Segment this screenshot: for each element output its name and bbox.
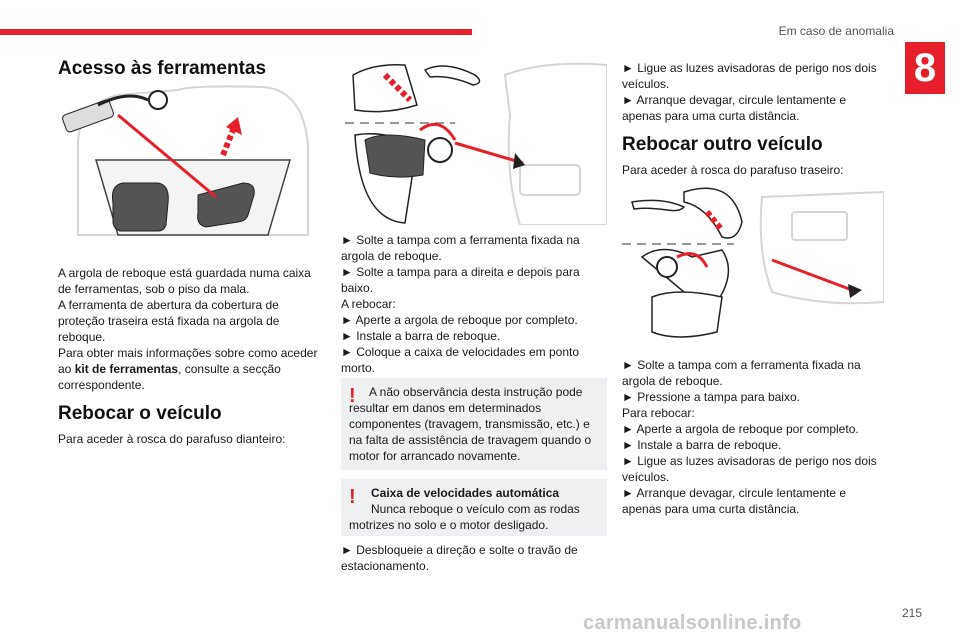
step-tighten-ring: ► Aperte a argola de reboque por complet… bbox=[341, 313, 578, 327]
step-release-cover: ► Solte a tampa com a ferramenta fixada … bbox=[341, 233, 580, 263]
trunk-toolbox-illustration bbox=[58, 85, 323, 250]
step-install-bar: ► Instale a barra de reboque. bbox=[341, 329, 501, 343]
link-toolkit: kit de ferramentas bbox=[74, 362, 179, 376]
step-install-bar-rear: ► Instale a barra de reboque. bbox=[622, 438, 782, 452]
step-release-cover-right: ► Solte a tampa para a direita e depois … bbox=[341, 265, 580, 295]
step-start-slowly-rear: ► Arranque devagar, circule lentamente e… bbox=[622, 486, 847, 516]
step-hazard-lights: ► Ligue as luzes avisadoras de perigo no… bbox=[622, 61, 877, 91]
paragraph-toolbox-location: A argola de reboque está guardada numa c… bbox=[58, 266, 311, 296]
watermark: carmanualsonline.info bbox=[583, 612, 802, 634]
title-tow-vehicle: Rebocar o veículo bbox=[58, 403, 222, 424]
paragraph-tool-attached: A ferramenta de abertura da cobertura de… bbox=[58, 298, 280, 344]
section-title: Em caso de anomalia bbox=[778, 24, 894, 38]
intro-rear-thread: Para aceder à rosca do parafuso traseiro… bbox=[622, 163, 844, 177]
rear-cover-removal-illustration bbox=[622, 182, 884, 347]
chapter-badge: 8 bbox=[905, 42, 945, 94]
intro-front-thread: Para aceder à rosca do parafuso dianteir… bbox=[58, 432, 286, 446]
step-hazard-lights-rear: ► Ligue as luzes avisadoras de perigo no… bbox=[622, 454, 877, 484]
warning-box-automatic: ! Caixa de velocidades automática Nunca … bbox=[341, 479, 607, 536]
warning-damage-text: A não observância desta instrução pode r… bbox=[349, 385, 592, 463]
title-tool-access: Acesso às ferramentas bbox=[58, 58, 267, 79]
label-towing: A rebocar: bbox=[341, 297, 396, 311]
front-cover-removal-illustration bbox=[345, 55, 607, 225]
header-accent-bar bbox=[0, 29, 472, 35]
label-to-tow: Para rebocar: bbox=[622, 406, 695, 420]
step-release-rear-cover: ► Solte a tampa com a ferramenta fixada … bbox=[622, 358, 861, 388]
step-unlock-steering: ► Desbloqueie a direção e solte o travão… bbox=[341, 543, 578, 573]
page-number: 215 bbox=[902, 606, 923, 620]
warning-box-damage: ! A não observância desta instrução pode… bbox=[341, 378, 607, 470]
step-tighten-ring-rear: ► Aperte a argola de reboque por complet… bbox=[622, 422, 859, 436]
step-start-slowly: ► Arranque devagar, circule lentamente e… bbox=[622, 93, 847, 123]
step-neutral-gear: ► Coloque a caixa de velocidades em pont… bbox=[341, 345, 580, 375]
step-press-cover: ► Pressione a tampa para baixo. bbox=[622, 390, 800, 404]
warning-automatic-text: Nunca reboque o veículo com as rodas mot… bbox=[349, 502, 580, 532]
title-tow-other-vehicle: Rebocar outro veículo bbox=[622, 134, 823, 155]
warning-automatic-title: Caixa de velocidades automática bbox=[371, 486, 560, 500]
paragraph-more-info: Para obter mais informações sobre como a… bbox=[58, 346, 318, 392]
warning-icon: ! bbox=[349, 486, 356, 508]
warning-icon: ! bbox=[349, 385, 356, 407]
